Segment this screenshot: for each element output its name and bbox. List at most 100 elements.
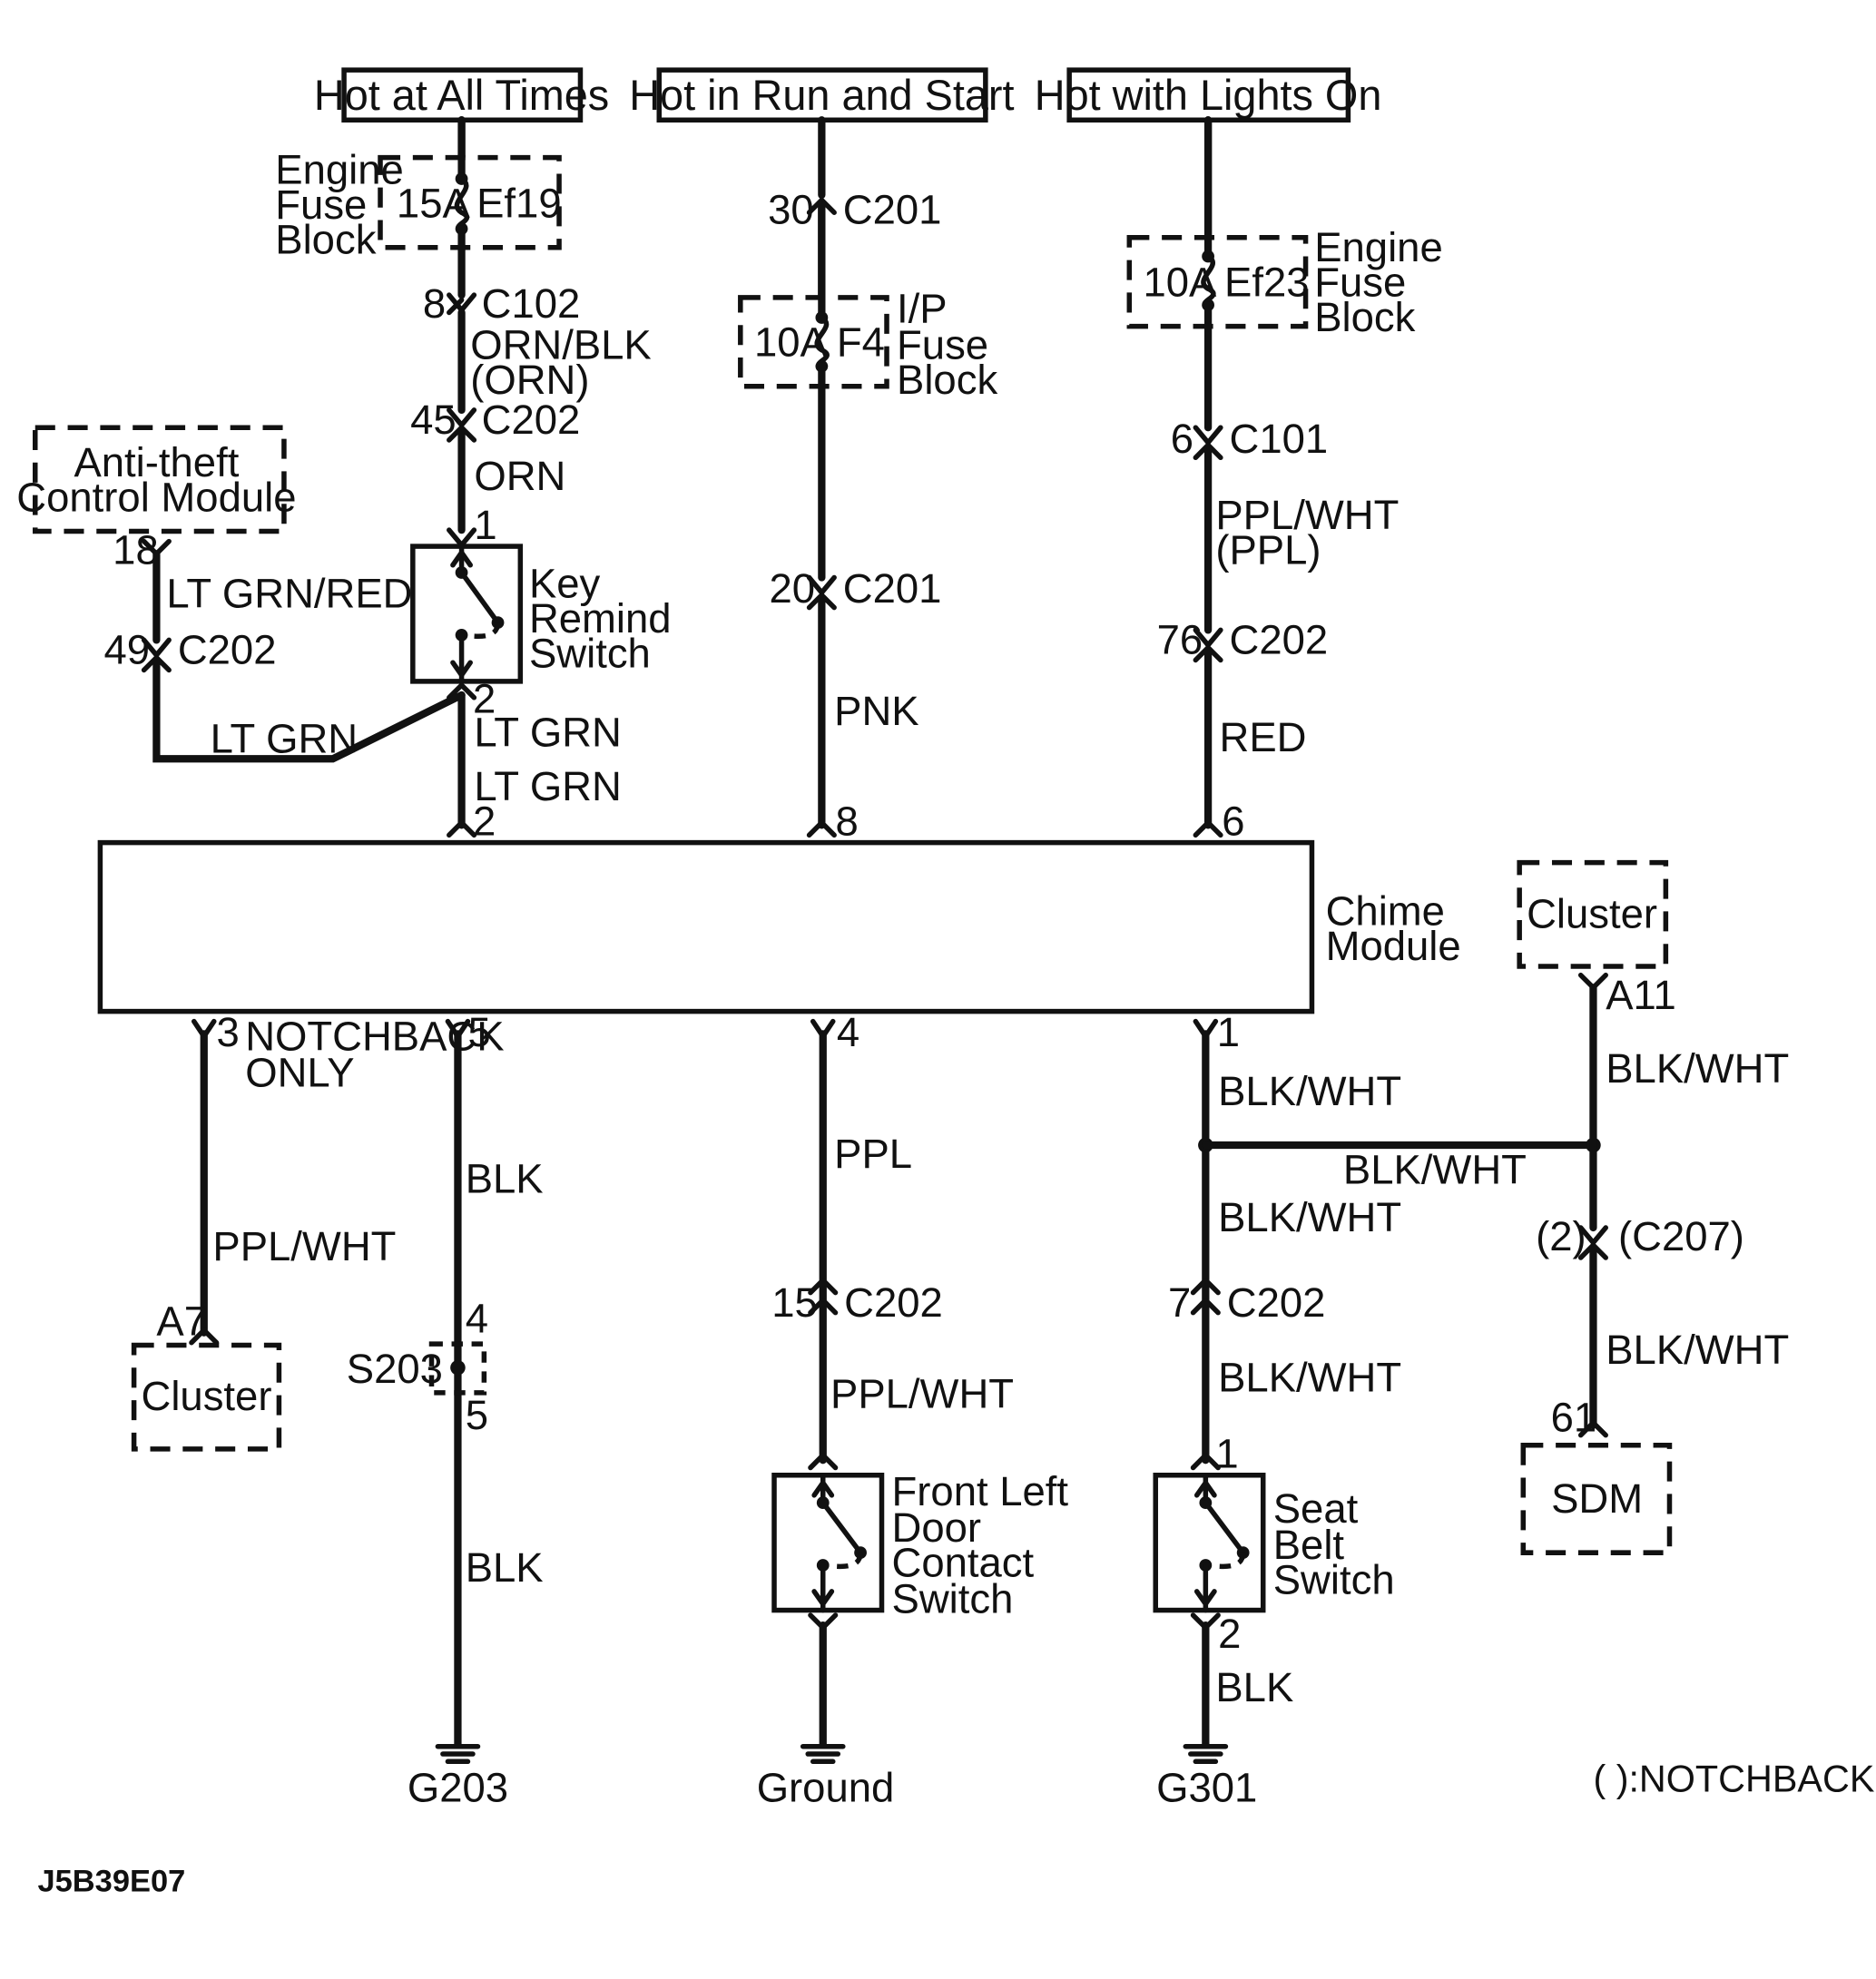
c101-pin: 6 — [1171, 416, 1193, 462]
key-remind-switch — [410, 544, 524, 684]
wire-ppl-wht-top: PPL/WHT — [1215, 492, 1399, 538]
c202-label-7: C202 — [1227, 1279, 1326, 1326]
wire-lt-grn-c: LT GRN — [474, 763, 621, 809]
seat-belt-pin-1: 1 — [1215, 1430, 1238, 1476]
f4-block-label-2: Fuse — [897, 321, 988, 367]
figure-id: J5B39E07 — [38, 1865, 186, 1899]
sdm-pin: 61 — [1551, 1395, 1597, 1441]
door-switch-label-4: Switch — [892, 1575, 1014, 1621]
wire-blk-wht-a: BLK/WHT — [1218, 1068, 1401, 1114]
svg-text:10A: 10A — [1143, 260, 1217, 306]
cm-pin-3: 3 — [217, 1009, 240, 1055]
wire-orn-blk: ORN/BLK — [470, 321, 652, 367]
ef19-block-label-1: Engine — [275, 147, 404, 193]
wire-blk-sb: BLK — [1215, 1664, 1293, 1710]
c101-label: C101 — [1230, 416, 1329, 462]
c202-label-atcm: C202 — [178, 627, 277, 673]
wire-ppl: PPL — [834, 1131, 912, 1177]
f4-block-label-1: I/P — [897, 285, 948, 331]
wire-lt-grn-b: LT GRN — [474, 710, 621, 756]
circuit-hot-in-run: 30 C201 10A F4 I/P Fuse Block 20 C201 PN… — [738, 116, 997, 844]
ground-g203-symbol — [435, 1743, 481, 1765]
wire-blk-b: BLK — [466, 1544, 544, 1591]
c201-pin-30: 30 — [768, 187, 814, 233]
door-switch-label-2: Door — [892, 1504, 982, 1551]
c201-pin-20: 20 — [770, 565, 816, 612]
ef23-block-label-1: Engine — [1314, 224, 1443, 270]
anti-theft-label-2: Control Module — [16, 475, 296, 521]
seat-belt-label-2: Belt — [1273, 1522, 1345, 1568]
svg-text:10A: 10A — [754, 319, 829, 366]
ground-label: Ground — [757, 1764, 895, 1810]
svg-text:Ef23: Ef23 — [1224, 260, 1310, 306]
cluster-left-label: Cluster — [142, 1373, 272, 1419]
ef23-block-label-2: Fuse — [1314, 260, 1406, 306]
key-switch-pin-1: 1 — [474, 502, 496, 548]
cm-pin-4: 4 — [837, 1009, 859, 1055]
cluster-right-label: Cluster — [1527, 890, 1657, 936]
seat-belt-switch — [1153, 1473, 1266, 1613]
wire-orn-paren: (ORN) — [470, 357, 589, 403]
svg-text:Hot with Lights On: Hot with Lights On — [1035, 72, 1382, 119]
c202-pin-49: 49 — [104, 627, 151, 673]
cm-pin-2: 2 — [473, 798, 496, 844]
c202-pin-76: 76 — [1157, 617, 1203, 663]
c202-label-76: C202 — [1230, 617, 1329, 663]
svg-text:Hot at All Times: Hot at All Times — [314, 72, 609, 119]
c102-label: C102 — [482, 280, 581, 327]
cm-pin-1: 1 — [1217, 1009, 1240, 1055]
wire-ppl-wht-door: PPL/WHT — [830, 1370, 1014, 1416]
key-switch-label-1: Key — [529, 561, 601, 607]
c102-pin: 8 — [423, 280, 446, 327]
wire-lt-grn-a: LT GRN — [211, 715, 358, 761]
wire-blk-wht-b: BLK/WHT — [1343, 1147, 1527, 1193]
notchback-note: ( ):NOTCHBACK — [1593, 1758, 1874, 1799]
circuit-cm-pin-1: 1 BLK/WHT BLK/WHT BLK/WHT 7 C202 BLK/WHT… — [1153, 1009, 1601, 1810]
wire-blk-wht-d: BLK/WHT — [1218, 1354, 1401, 1400]
c202-pin-45: 45 — [410, 397, 457, 443]
door-switch-label-1: Front Left — [892, 1468, 1069, 1514]
atcm-pin: 18 — [113, 526, 159, 573]
anti-theft-label-1: Anti-theft — [74, 439, 239, 485]
wire-pnk: PNK — [834, 688, 918, 734]
cm-pin-5: 5 — [467, 1009, 490, 1055]
seat-belt-label-1: Seat — [1273, 1485, 1359, 1532]
svg-text:Ef19: Ef19 — [476, 181, 562, 227]
c202-pin-7: 7 — [1168, 1279, 1191, 1326]
chime-module-label-2: Module — [1326, 923, 1461, 969]
fuse-ef19: 15A Ef19 — [378, 116, 562, 250]
circuit-anti-theft: Anti-theft Control Module 18 LT GRN/RED … — [16, 425, 466, 763]
wire-orn: ORN — [474, 453, 565, 499]
circuit-cm-pin-5: 5 BLK 4 S203 5 BLK G203 — [347, 1009, 544, 1810]
f4-block-label-3: Block — [897, 357, 997, 403]
circuit-cm-pin-3: 3 NOTCHBACK ONLY PPL/WHT A7 Cluster — [131, 1009, 505, 1452]
seat-belt-label-3: Switch — [1273, 1557, 1395, 1603]
c207-pin: (2) — [1536, 1213, 1586, 1259]
ef19-block-label-2: Fuse — [275, 181, 367, 228]
cm-pin-6: 6 — [1222, 798, 1244, 844]
s203-pin-5: 5 — [466, 1392, 488, 1438]
source-hot-at-all-times: Hot at All Times — [314, 67, 609, 123]
wire-blk-a: BLK — [466, 1155, 544, 1201]
source-hot-with-lights-on: Hot with Lights On — [1035, 67, 1382, 123]
key-switch-label-2: Remind — [529, 595, 672, 642]
chime-module: Chime Module — [97, 839, 1461, 1014]
ef19-block-label-3: Block — [275, 217, 376, 263]
svg-text:Hot in Run and Start: Hot in Run and Start — [629, 72, 1014, 119]
c202-label-top: C202 — [482, 397, 581, 443]
cluster-a7-pin: A7 — [156, 1298, 207, 1344]
wire-ppl-wht-cluster: PPL/WHT — [212, 1223, 396, 1269]
wire-ppl-paren: (PPL) — [1215, 526, 1321, 573]
ground-symbol-door — [800, 1743, 846, 1765]
door-switch-label-3: Contact — [892, 1539, 1035, 1585]
chime-module-label-1: Chime — [1326, 888, 1445, 935]
fuse-ef23: 10A Ef23 — [1126, 116, 1310, 329]
source-hot-in-run-and-start: Hot in Run and Start — [629, 67, 1015, 123]
circuit-hot-at-all-times: 15A Ef19 Engine Fuse Block 8 C102 ORN/BL… — [275, 116, 672, 844]
c207-label: (C207) — [1618, 1213, 1744, 1259]
c202-pin-15: 15 — [771, 1279, 818, 1326]
s203-pin-4: 4 — [466, 1296, 488, 1342]
ground-g203-label: G203 — [408, 1764, 508, 1810]
c202-label-15: C202 — [844, 1279, 943, 1326]
